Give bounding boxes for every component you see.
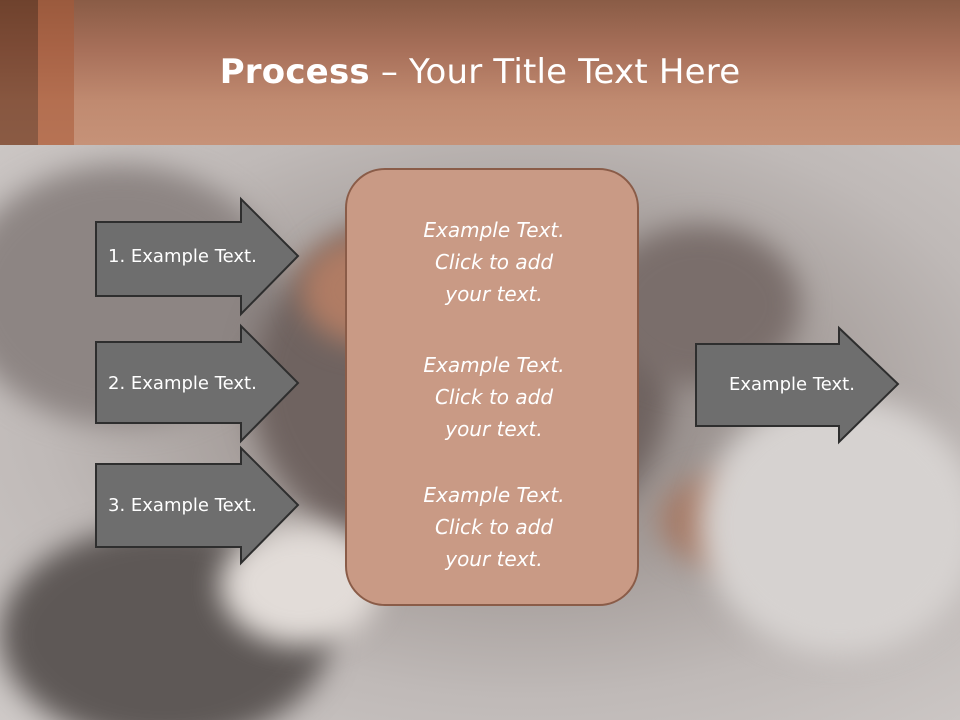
arrow-label: 1. Example Text. bbox=[108, 246, 257, 267]
center-text-block-1: Example Text. Click to add your text. bbox=[423, 218, 565, 306]
center-text-block-3: Example Text. Click to add your text. bbox=[423, 483, 565, 571]
arrow-label: 2. Example Text. bbox=[108, 373, 257, 394]
title-bold-part: Process bbox=[219, 52, 370, 92]
title-bar: Process – Your Title Text Here bbox=[0, 0, 960, 145]
arrow-shape bbox=[95, 196, 300, 317]
process-arrow-3[interactable]: 3. Example Text. bbox=[95, 445, 300, 566]
arrow-label: 3. Example Text. bbox=[108, 495, 257, 516]
header-accent-stripe bbox=[0, 0, 38, 145]
center-text-block-2: Example Text. Click to add your text. bbox=[423, 353, 565, 441]
arrow-label: Example Text. bbox=[729, 374, 855, 395]
arrow-shape bbox=[695, 325, 900, 445]
result-arrow[interactable]: Example Text. bbox=[695, 325, 900, 445]
process-arrow-1[interactable]: 1. Example Text. bbox=[95, 196, 300, 317]
title-rest-part: – Your Title Text Here bbox=[369, 52, 741, 92]
process-arrow-2[interactable]: 2. Example Text. bbox=[95, 323, 300, 444]
header-accent-stripe bbox=[38, 0, 74, 145]
arrow-shape bbox=[95, 323, 300, 444]
center-text-box[interactable]: Example Text. Click to add your text. Ex… bbox=[345, 168, 639, 606]
arrow-shape bbox=[95, 445, 300, 566]
slide-title[interactable]: Process – Your Title Text Here bbox=[0, 52, 960, 92]
